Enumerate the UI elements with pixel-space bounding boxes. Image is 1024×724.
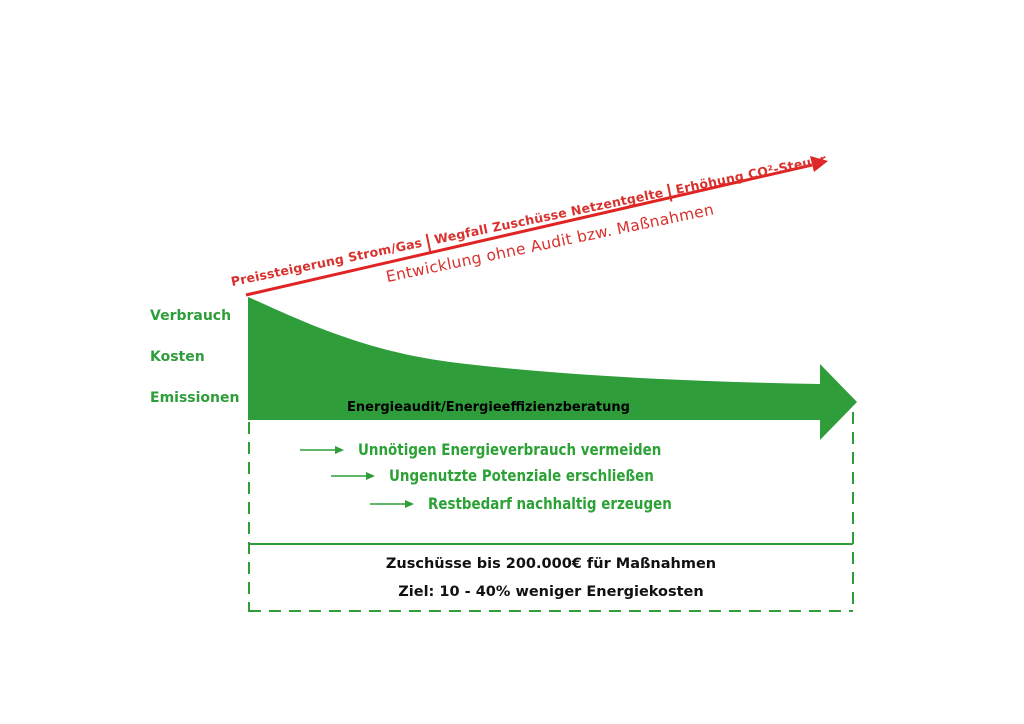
- measure-text-3: Restbedarf nachhaltig erzeugen: [428, 494, 672, 513]
- measure-item-3: Restbedarf nachhaltig erzeugen: [370, 494, 718, 513]
- measure-item-2: Ungenutzte Potenziale erschließen: [331, 466, 704, 485]
- measure-text-2: Ungenutzte Potenziale erschließen: [389, 466, 654, 485]
- green-arrow-label: Energieaudit/Energieeffizienzberatung: [347, 400, 630, 415]
- measure-item-1: Unnötigen Energieverbrauch vermeiden: [300, 440, 719, 459]
- label-emissions: Emissionen: [150, 390, 240, 406]
- summary-goal: Ziel: 10 - 40% weniger Energiekosten: [398, 584, 704, 600]
- green-decline-arrow: [248, 297, 857, 440]
- separator-2: |: [664, 180, 676, 203]
- arrow-right-icon: [370, 499, 414, 508]
- arrow-right-icon: [300, 445, 344, 454]
- label-consumption: Verbrauch: [150, 308, 232, 324]
- red-trend-line: [245, 163, 813, 297]
- measure-text-1: Unnötigen Energieverbrauch vermeiden: [358, 440, 662, 459]
- summary-subsidy: Zuschüsse bis 200.000€ für Maßnahmen: [385, 556, 717, 572]
- dashed-result-box: [248, 412, 854, 612]
- label-costs: Kosten: [150, 349, 205, 365]
- arrow-right-icon: [331, 471, 375, 480]
- separator-1: |: [422, 230, 434, 253]
- red-trend-arrowhead: [810, 156, 828, 172]
